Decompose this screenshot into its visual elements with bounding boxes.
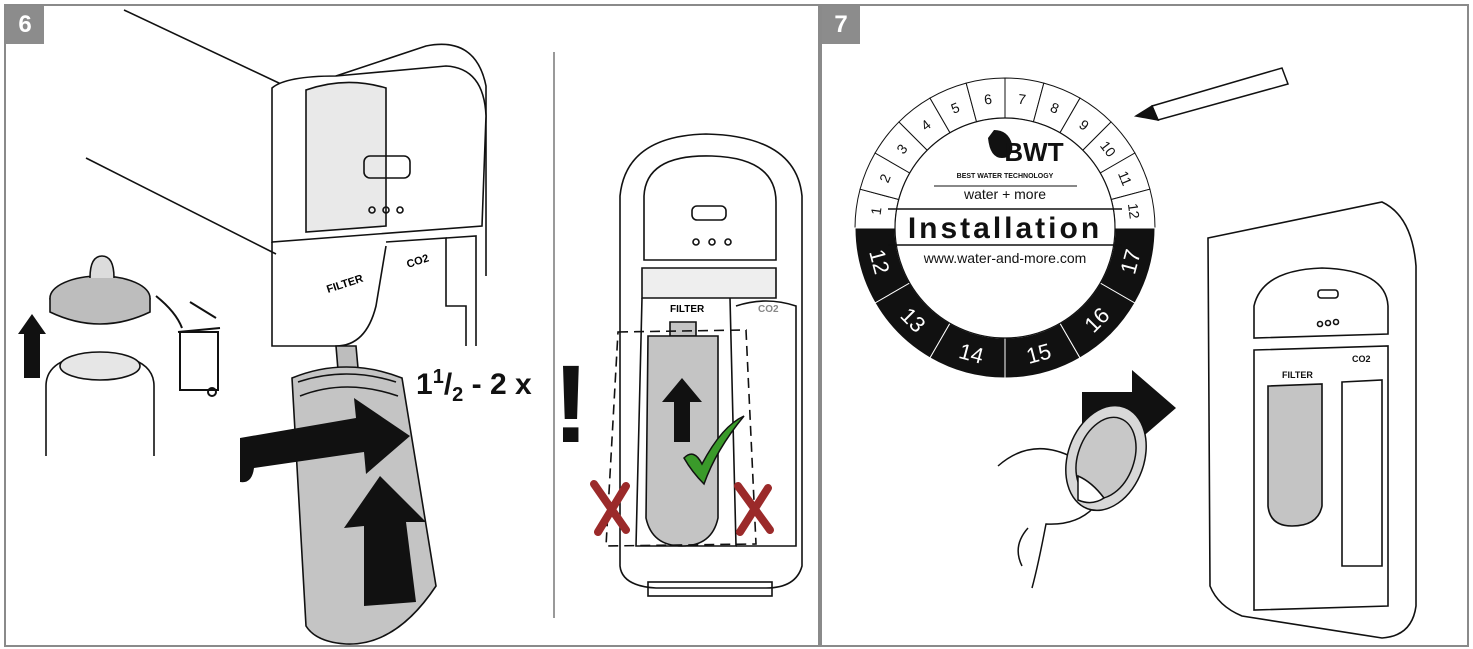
- warning-mark: !: [553, 343, 590, 466]
- rotation-denominator: 2: [452, 384, 464, 406]
- brand-subtitle: BEST WATER TECHNOLOGY: [957, 173, 1054, 180]
- p7-filter-label: FILTER: [1282, 370, 1313, 380]
- rotation-instruction: 11/2 - 2 x: [416, 366, 532, 406]
- brand-slogan: water + more: [963, 186, 1046, 202]
- push-arrow-icon: [344, 476, 426, 606]
- filter-label: FILTER: [325, 273, 365, 296]
- arrow-up-icon: [18, 314, 46, 378]
- month-top-label: 12: [1125, 202, 1143, 220]
- trash-bin-icon: [155, 295, 221, 397]
- badge-title: Installation: [908, 212, 1102, 245]
- month-top-label: 11: [1115, 168, 1135, 188]
- rotation-rest: - 2 x: [463, 368, 532, 401]
- month-top-label: 7: [1017, 91, 1027, 108]
- dispenser-perspective: [1207, 201, 1417, 639]
- front-filter-label: FILTER: [670, 304, 705, 315]
- arrow-right-icon: [1082, 370, 1176, 446]
- pencil-icon: [1133, 67, 1289, 121]
- step-number-7: 7: [822, 6, 860, 44]
- warning-icon: !: [553, 343, 590, 466]
- bwt-logo-icon: [988, 130, 1013, 158]
- rotation-numerator: 1: [432, 366, 444, 388]
- step-6-panel: 6 FILTER CO2: [4, 4, 820, 647]
- month-top-label: 6: [983, 91, 993, 108]
- dispenser-body: [85, 9, 487, 347]
- step-6-illustration: FILTER CO2: [18, 9, 803, 645]
- cross-icon: [590, 480, 774, 536]
- front-arrow-up-icon: [662, 378, 702, 442]
- co2-label: CO2: [405, 252, 430, 270]
- month-top-label: 1: [868, 206, 885, 216]
- checkmark-icon: [683, 415, 745, 486]
- old-cartridge: [45, 255, 155, 456]
- step-number-6: 6: [6, 6, 44, 44]
- rotate-arrow-icon: [240, 398, 410, 483]
- front-co2-label: CO2: [758, 304, 779, 315]
- p7-co2-label: CO2: [1352, 354, 1371, 364]
- brand-name: BWT: [1004, 137, 1063, 167]
- rotation-whole: 1: [416, 368, 433, 401]
- badge-url: www.water-and-more.com: [923, 250, 1087, 266]
- hand-with-sticker: [997, 404, 1147, 589]
